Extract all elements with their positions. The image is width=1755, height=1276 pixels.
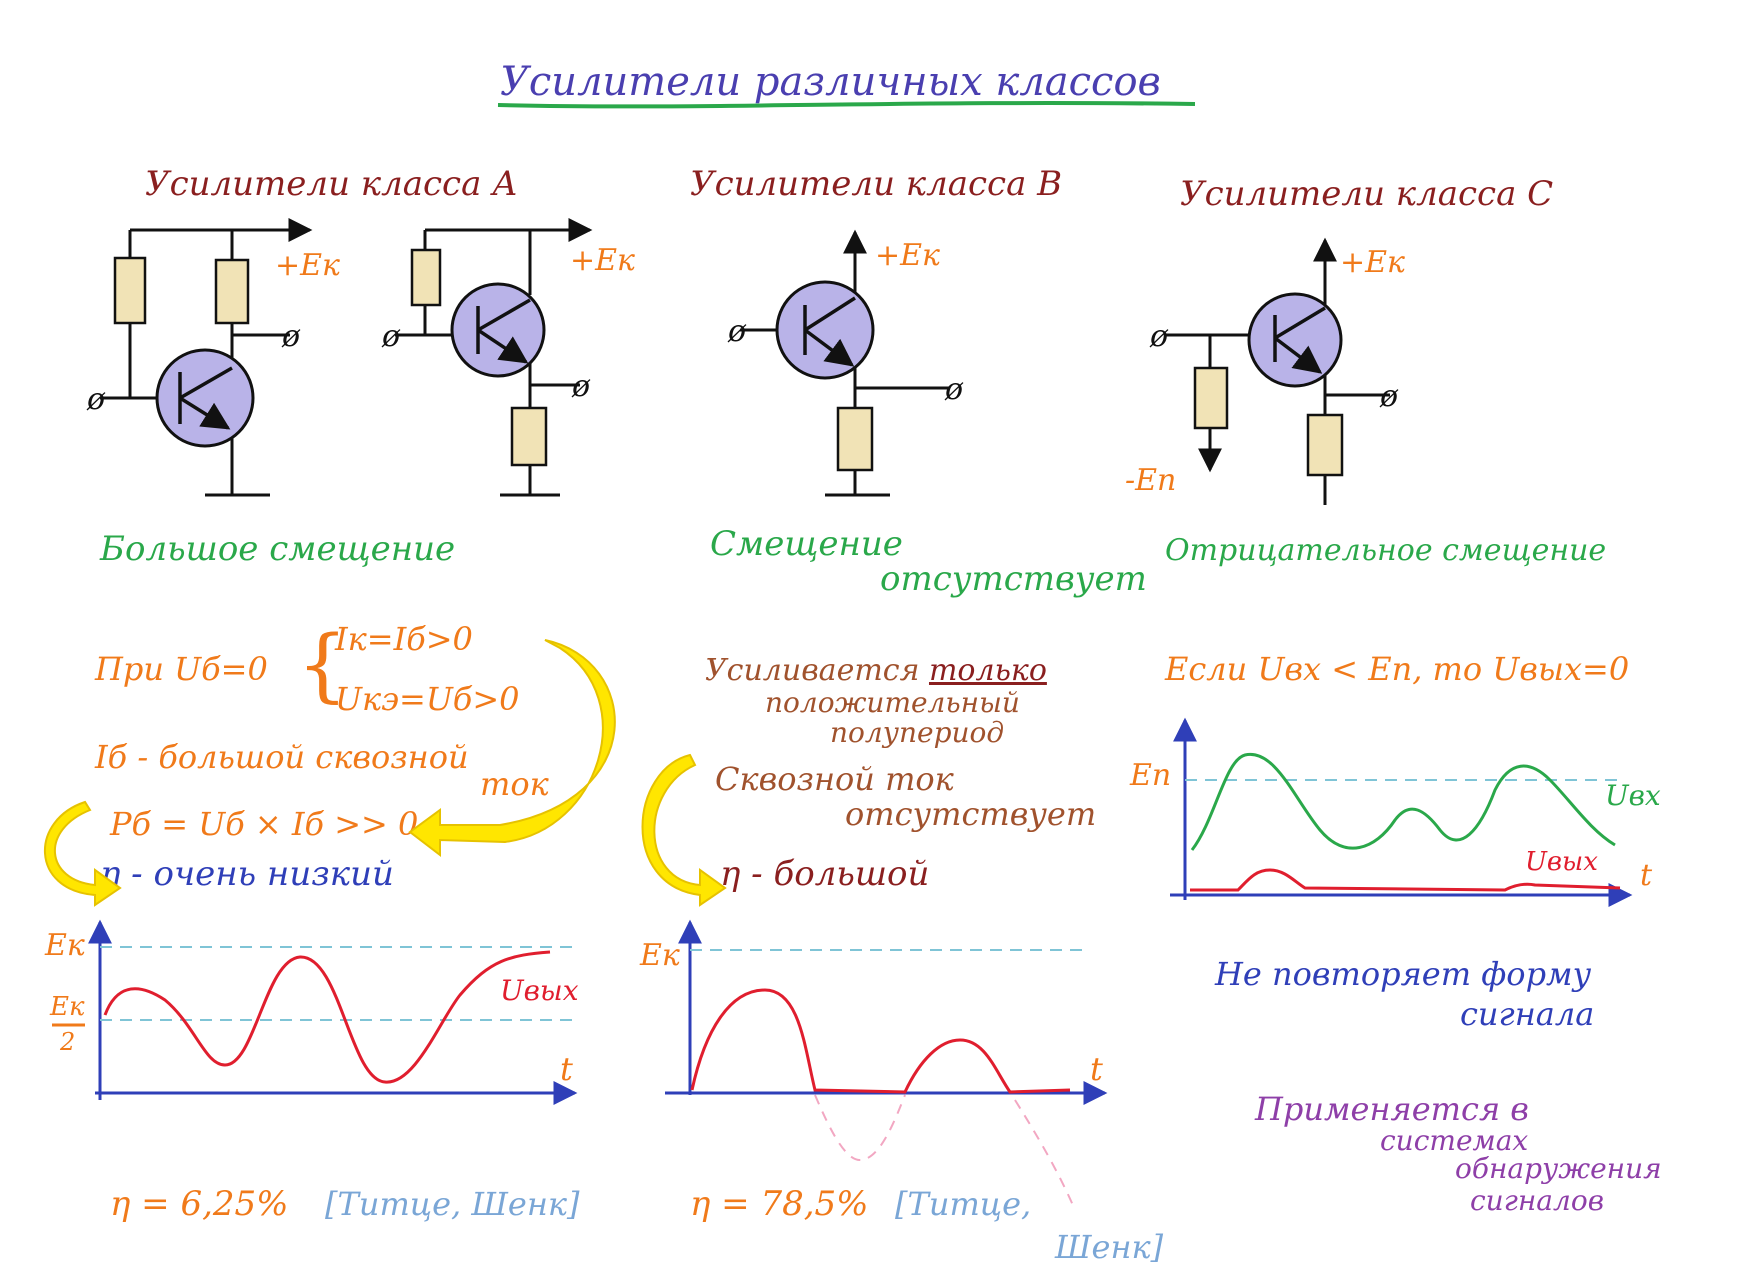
class-a-efficiency: η - очень низкий <box>100 854 394 894</box>
class-a-circuit-2 <box>395 218 593 497</box>
class-a-current-2: ток <box>480 765 550 803</box>
graph-b-ek-label: Eк <box>639 938 680 973</box>
class-a-2-resistor-emitter <box>510 406 548 467</box>
graph-a-t-label: t <box>560 1050 573 1088</box>
class-c-note-1: Не повторяет форму <box>1214 955 1592 993</box>
class-a-cond-1: Iк=Iб>0 <box>334 620 473 658</box>
class-b-eta: η = 78,5% <box>690 1184 868 1224</box>
graph-c: Eп Uвх Uвых t <box>1129 717 1661 907</box>
class-b-bias-label-1: Смещение <box>710 524 903 564</box>
class-a-1-resistor-bias <box>113 256 147 325</box>
class-b-efficiency: η - большой <box>720 854 929 894</box>
graph-c-output-curve <box>1190 868 1621 892</box>
class-b-amp-line-2: положительный <box>765 686 1020 719</box>
graph-a-half-num: Eк <box>49 992 85 1022</box>
graph-c-input-curve <box>1190 752 1616 851</box>
class-b-ref-1: [Титце, <box>895 1185 1031 1223</box>
class-c-neg-supply: -Eп <box>1125 463 1176 498</box>
class-a-1-resistor-collector <box>214 258 250 325</box>
graph-a-output-curve <box>103 950 551 1084</box>
graph-a: Eк Eк 2 t Uвых <box>44 919 579 1105</box>
title-underline <box>497 101 1196 109</box>
class-c-condition: Если Uвх < Eп, то Uвых=0 <box>1164 650 1629 688</box>
class-c-transistor-symbol <box>1273 306 1326 374</box>
class-c-app-3: обнаружения <box>1455 1152 1662 1185</box>
class-b-bias-label-2: отсутствует <box>880 559 1147 599</box>
graph-c-ep-label: Eп <box>1129 758 1171 793</box>
class-a-1-terminal-out: ø <box>281 319 301 354</box>
class-a-1-transistor-symbol <box>178 366 233 430</box>
class-b-resistor-emitter <box>836 406 874 472</box>
class-b-ref-2: Шенк] <box>1054 1228 1164 1266</box>
graph-c-t-label: t <box>1640 858 1653 893</box>
class-b-through-2: отсутствует <box>845 795 1096 833</box>
class-a-brace: { <box>297 618 348 711</box>
graph-b-negative-half <box>814 1094 1076 1211</box>
class-c-heading: Усилители класса С <box>1180 174 1553 214</box>
class-a-circuit-1 <box>100 218 313 497</box>
class-a-2-terminal-out: ø <box>571 369 591 404</box>
class-c-app-4: сигналов <box>1470 1184 1604 1217</box>
class-a-current-1: Iб - большой сквозной <box>94 738 469 776</box>
class-b-transistor-symbol <box>803 296 856 367</box>
class-a-2-transistor-symbol <box>476 298 531 364</box>
class-a-yellow-arrow-small <box>44 800 122 907</box>
class-a-1-terminal-in: ø <box>86 382 106 417</box>
class-b-through-1: Сквозной ток <box>715 760 955 798</box>
class-c-terminal-out: ø <box>1379 379 1399 414</box>
graph-c-uin-label: Uвх <box>1605 779 1661 812</box>
class-b-amp-line-1: Усиливается только <box>705 653 1047 688</box>
class-c-resistor-emitter <box>1306 413 1344 477</box>
graph-b-t-label: t <box>1090 1050 1103 1088</box>
graph-a-ek-label: Eк <box>44 928 85 963</box>
class-a-1-transistor <box>155 348 255 448</box>
class-a-2-transistor <box>450 282 546 378</box>
class-c-app-2: системах <box>1380 1124 1528 1157</box>
class-a-cond-prefix: При Uб=0 <box>94 650 268 688</box>
class-b-terminal-out: ø <box>944 372 964 407</box>
class-a-heading: Усилители класса А <box>145 164 518 204</box>
class-b-terminal-in: ø <box>727 314 747 349</box>
class-b-amp-line-3: полупериод <box>830 716 1004 749</box>
class-a-2-supply: +Eк <box>570 243 635 278</box>
graph-a-half-den: 2 <box>59 1028 75 1056</box>
class-c-supply: +Eк <box>1340 245 1405 280</box>
class-a-1-supply: +Eк <box>275 248 340 283</box>
graph-b-output-curve <box>690 988 1071 1094</box>
graph-b: Eк t <box>639 919 1108 1211</box>
class-c-transistor <box>1247 292 1343 388</box>
class-a-eta: η = 6,25% <box>110 1184 288 1224</box>
class-c-resistor-bias <box>1193 366 1229 430</box>
class-b-yellow-arrow <box>641 753 727 907</box>
page-title: Усилители различных классов <box>500 59 1161 105</box>
class-b-transistor <box>775 280 875 380</box>
class-b-heading: Усилители класса В <box>690 164 1062 204</box>
class-a-bias-label: Большое смещение <box>99 529 455 569</box>
class-c-terminal-in: ø <box>1149 319 1169 354</box>
class-a-2-resistor-bias <box>410 248 442 307</box>
class-a-cond-2: Uкэ=Uб>0 <box>335 680 519 718</box>
class-c-note-2: сигнала <box>1460 995 1594 1033</box>
class-c-app-1: Применяется в <box>1254 1090 1529 1128</box>
graph-c-uout-label: Uвых <box>1525 847 1598 877</box>
class-b-supply: +Eк <box>875 238 940 273</box>
class-a-ref: [Титце, Шенк] <box>325 1185 580 1223</box>
class-a-2-terminal-in: ø <box>381 319 401 354</box>
class-a-yellow-arrow-big <box>408 639 616 858</box>
class-c-bias-label: Отрицательное смещение <box>1165 533 1606 568</box>
class-a-power: Pб = Uб × Iб >> 0 <box>109 805 418 843</box>
graph-a-uout-label: Uвых <box>500 974 579 1007</box>
